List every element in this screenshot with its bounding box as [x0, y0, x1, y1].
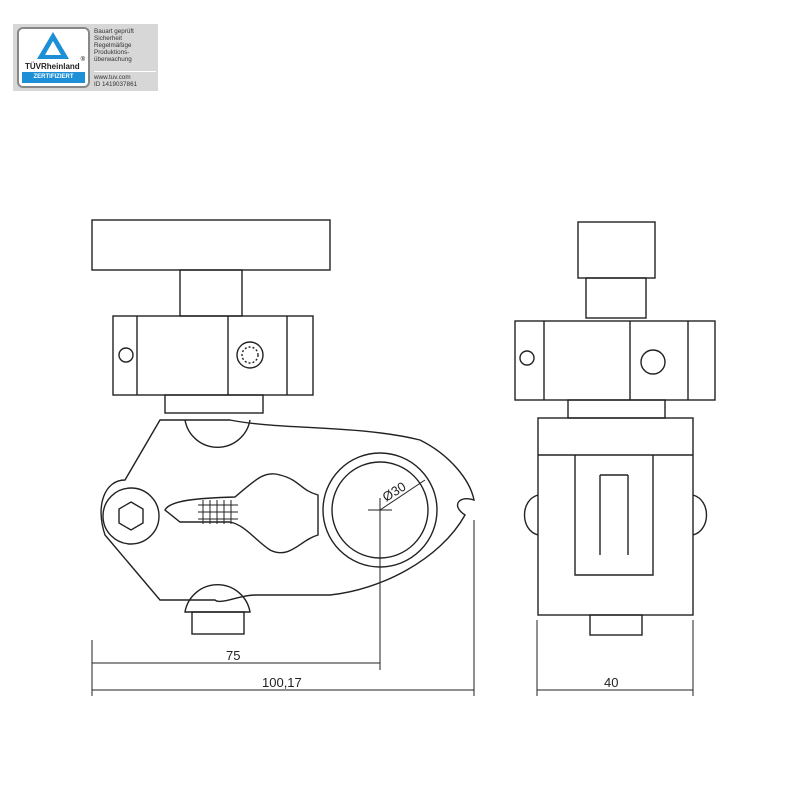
badge-id: ID 1419037861	[94, 81, 138, 88]
bottom-screw-side	[589, 614, 643, 636]
pivot-bolt	[102, 487, 160, 545]
tuv-certification-badge: TÜVRheinland ® ZERTIFIZIERT Bauart geprü…	[13, 24, 158, 91]
front-view: Ø30	[91, 219, 475, 670]
dimension-75: 75	[226, 648, 240, 663]
badge-line: Produktions-	[94, 49, 130, 56]
knob-stem	[585, 277, 647, 319]
t-handle	[91, 219, 331, 271]
badge-line: Sicherheit	[94, 35, 123, 42]
badge-line: Bauart geprüft	[94, 28, 134, 35]
hex-block	[112, 315, 314, 396]
badge-brand: TÜVRheinland	[25, 62, 80, 71]
triangle-icon	[37, 32, 69, 59]
lever-cutout	[164, 473, 319, 554]
clamp-body	[100, 419, 475, 603]
dimension-100-17: 100,17	[262, 675, 302, 690]
tuv-logo: TÜVRheinland ® ZERTIFIZIERT	[17, 27, 90, 88]
registered-mark: ®	[80, 57, 85, 63]
bottom-screw	[191, 611, 245, 635]
threaded-hole	[118, 347, 134, 363]
clamp-body-side	[537, 417, 694, 616]
badge-line: Regelmäßige	[94, 42, 132, 49]
badge-web: www.tuv.com ID 1419037861	[94, 71, 156, 88]
pivot-disk-side	[567, 399, 666, 419]
dimension-lines	[91, 520, 694, 696]
badge-url: www.tuv.com	[94, 74, 131, 81]
ball-joint-top	[184, 419, 251, 448]
spring	[198, 500, 238, 524]
jaw-slot	[574, 455, 654, 576]
pivot-disk	[164, 394, 264, 414]
badge-text: Bauart geprüft Sicherheit Regelmäßige Pr…	[94, 28, 134, 63]
hex-block-side	[514, 320, 716, 401]
dimension-40: 40	[604, 675, 618, 690]
side-view	[514, 221, 716, 636]
knob	[577, 221, 656, 279]
badge-certified: ZERTIFIZIERT	[22, 72, 85, 83]
threaded-hole	[519, 350, 535, 366]
threaded-hole	[236, 341, 264, 369]
badge-line: überwachung	[94, 56, 132, 63]
ball-joint-bottom	[184, 584, 251, 613]
bolt-heads	[523, 494, 708, 536]
threaded-hole	[640, 349, 666, 375]
handle-stem	[179, 269, 243, 317]
hex-socket-icon	[118, 501, 144, 531]
